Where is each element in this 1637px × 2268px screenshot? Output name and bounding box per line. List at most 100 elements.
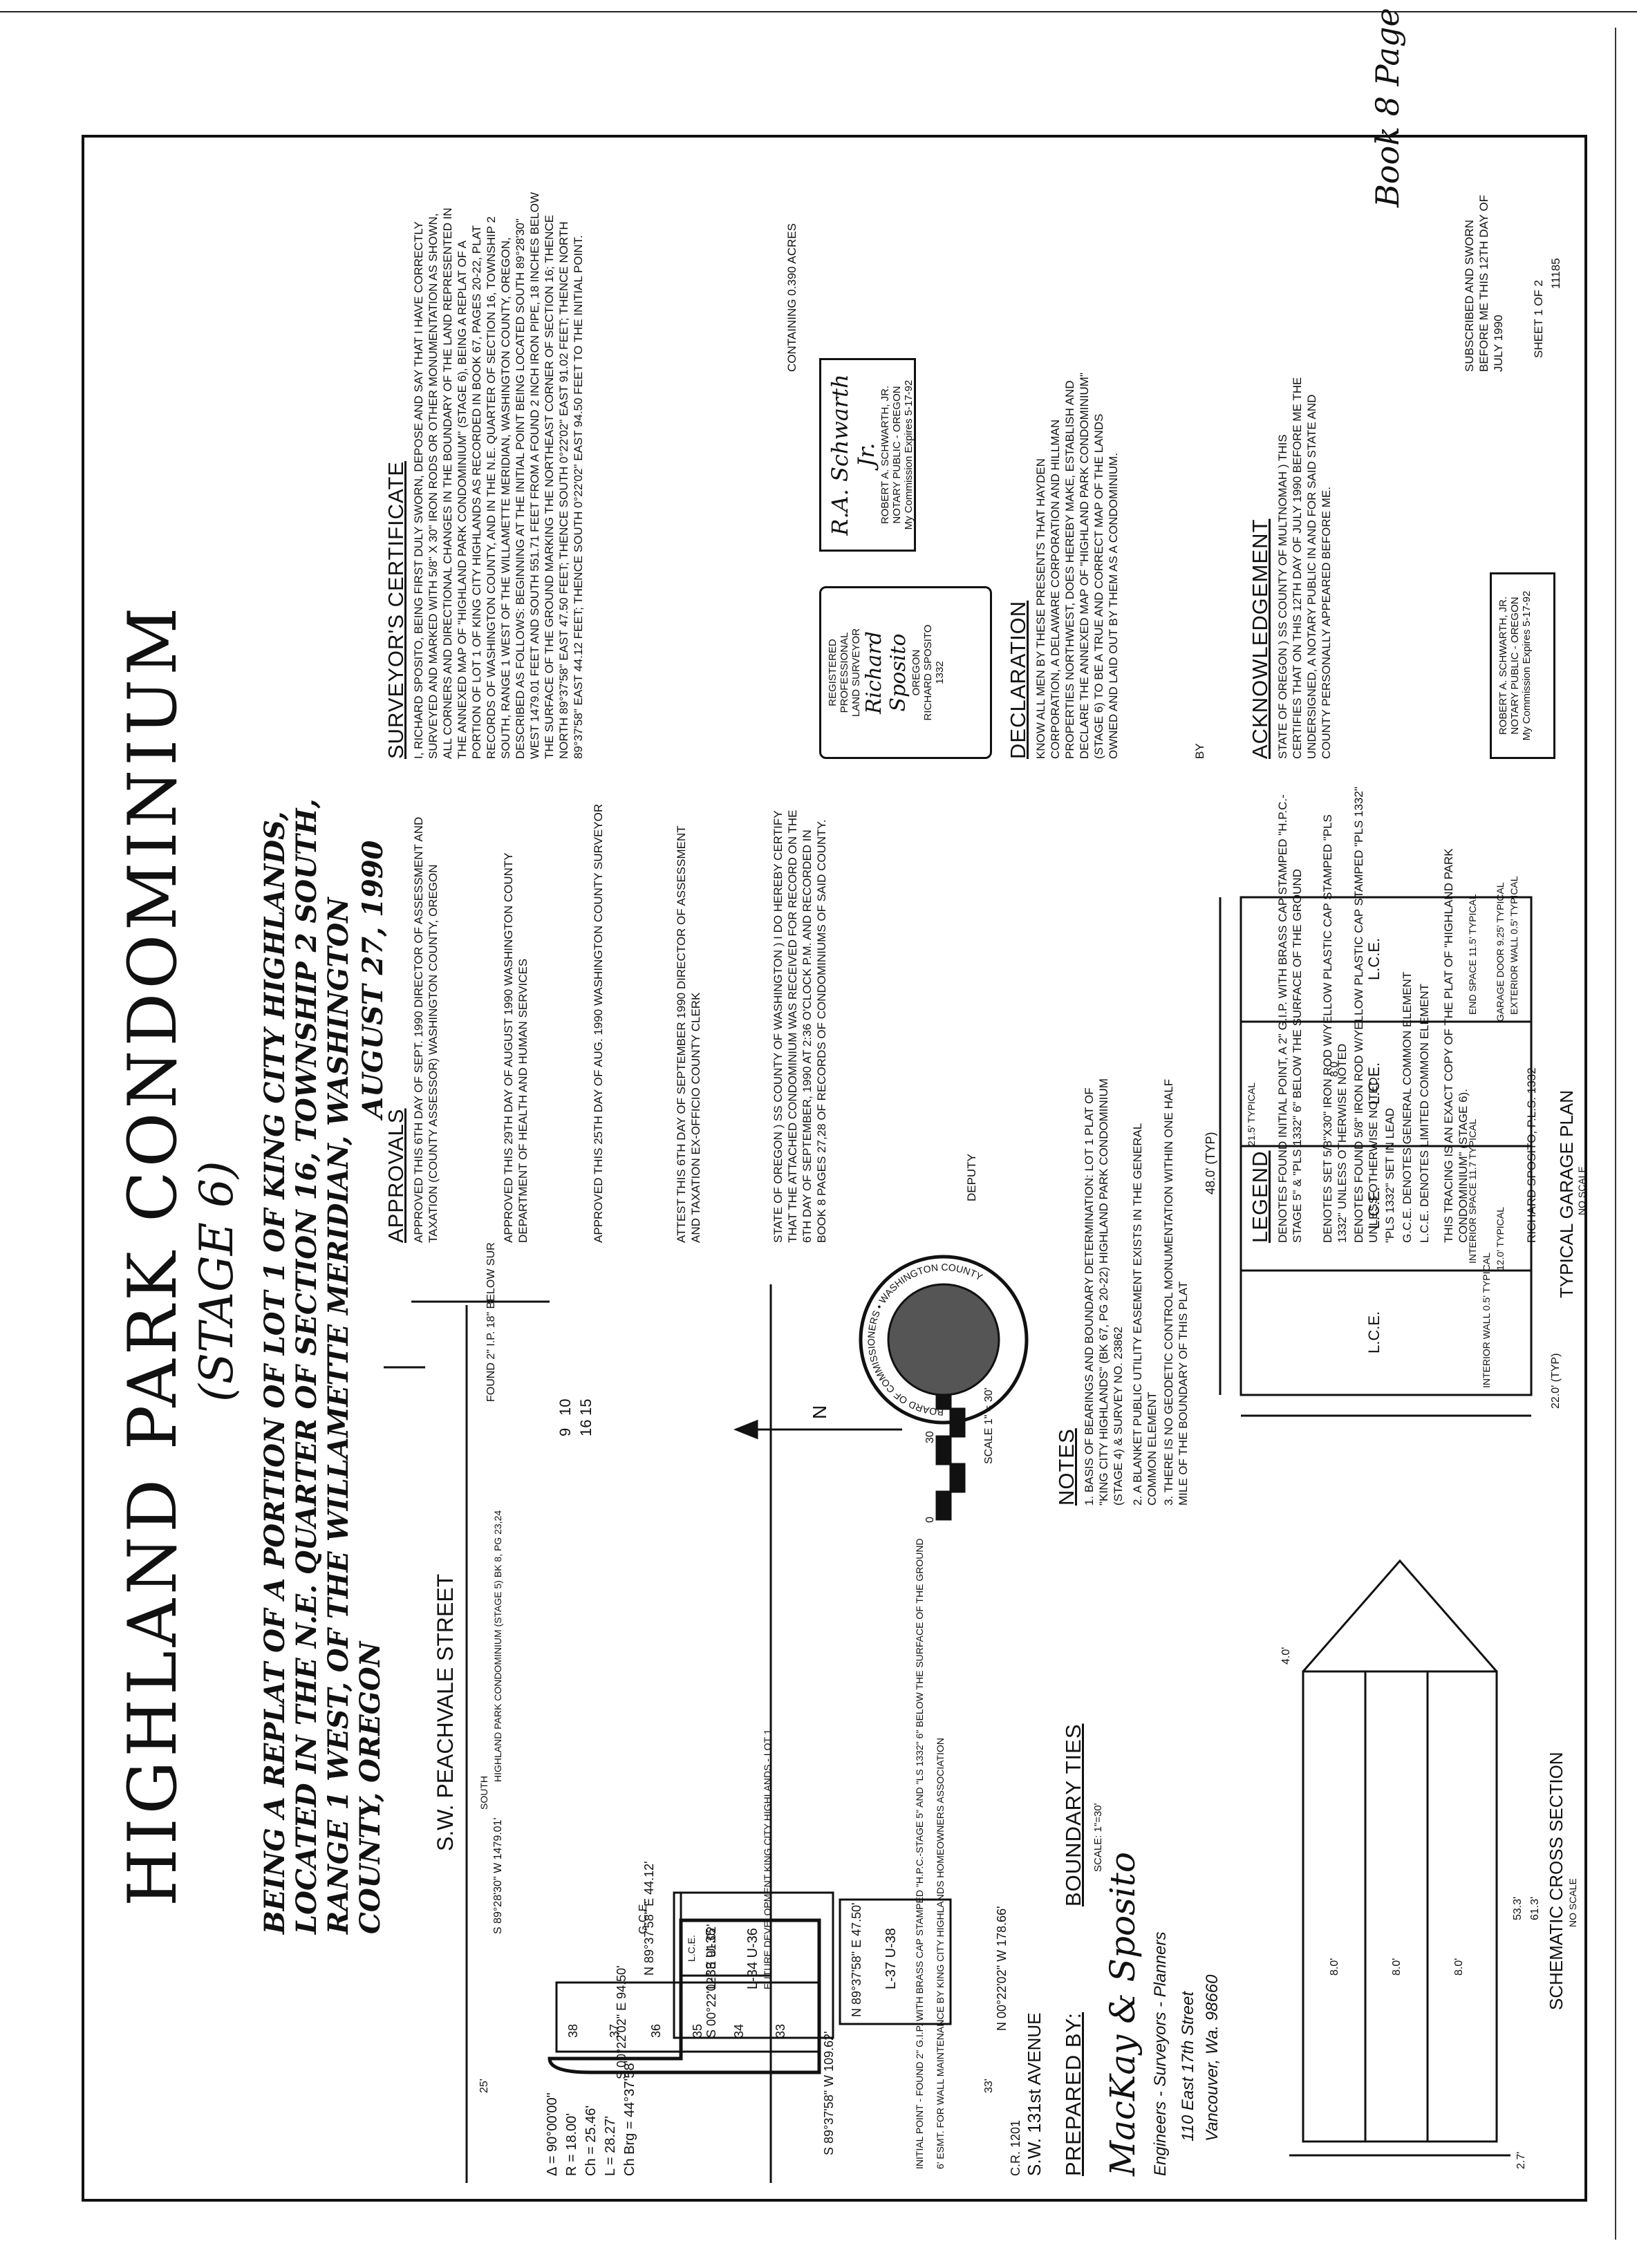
section-number: 16 xyxy=(577,1420,595,1436)
stamp-line: REGISTERED xyxy=(827,639,839,706)
notes-heading: NOTES xyxy=(1054,1428,1078,1506)
notary-signature: R.A. Schwarth Jr. xyxy=(827,374,879,536)
easement-note: 6' ESMT. FOR WALL MAINTENANCE BY KING CI… xyxy=(935,1738,946,2169)
tie-north: S 89°28'30" W 1479.01' xyxy=(492,1817,504,1934)
plat-border xyxy=(82,135,1587,2202)
approval-recording: STATE OF OREGON ) SS COUNTY OF WASHINGTO… xyxy=(771,809,828,1243)
unit-building xyxy=(680,1891,772,1977)
plan-dimension: GARAGE DOOR 9.25' TYPICAL xyxy=(1495,882,1506,1022)
prepared-firm: MacKay & Sposito xyxy=(1103,1852,1143,2176)
surveyor-stamp: REGISTERED PROFESSIONAL LAND SURVEYOR Ri… xyxy=(819,586,992,759)
schematic-cross-section: 4.0' 8.0' 8.0' 8.0' 53.3' 61.3' 2.7' SCH… xyxy=(1280,1559,1578,2169)
cross-section-title: SCHEMATIC CROSS SECTION xyxy=(1546,1752,1566,2010)
plan-dimension: 22.0' (TYP) xyxy=(1550,1353,1562,1409)
unit-label: L-33 U-35 xyxy=(704,1928,719,1989)
found-note: FOUND 2" I.P. 18" BELOW SURFACE OF THE G… xyxy=(485,1243,497,1402)
notary-line: ROBERT A. SCHWARTH, JR. xyxy=(1497,596,1509,735)
south-label: SOUTH xyxy=(478,1776,489,1810)
rotated-plat-content: HIGHLAND PARK CONDOMINIUM (STAGE 6) BEIN… xyxy=(86,140,1587,2197)
sheet-number: SHEET 1 OF 2 xyxy=(1532,279,1545,358)
plan-elevation: 8.0 xyxy=(1329,1062,1340,1077)
garage-number: 38 xyxy=(566,2024,580,2038)
surveyor-certificate-text: I, RICHARD SPOSITO, BEING FIRST DULY SWO… xyxy=(412,191,585,759)
county-seal: BOARD OF COMMISSIONERS • WASHINGTON COUN… xyxy=(859,1255,1029,1425)
declaration-text: KNOW ALL MEN BY THESE PRESENTS THAT HAYD… xyxy=(1034,373,1120,759)
seal-inner-icon xyxy=(887,1283,1000,1396)
section-dimension: 8.0' xyxy=(1329,1958,1340,1976)
plat-stage: (STAGE 6) xyxy=(190,1161,243,1402)
stamp-line: PROFESSIONAL xyxy=(839,632,850,713)
boundary-ties-scale: SCALE: 1"=30' xyxy=(1092,1803,1104,1873)
stamp-line: RICHARD SPOSITO xyxy=(922,624,934,721)
lce-label: L.C.E. xyxy=(1365,1062,1383,1105)
notary-line: My Commission Expires 5-17-92 xyxy=(1521,590,1533,741)
approval-health: APPROVED THIS 29th DAY OF August 1990 WA… xyxy=(502,852,530,1243)
lce-label: L.C.E. xyxy=(1365,1187,1383,1229)
curve-item: Δ = 90°00'00" xyxy=(545,2092,560,2176)
stamp-line: 1332 xyxy=(934,661,946,684)
plan-dimension: 21.5' TYPICAL xyxy=(1246,1083,1257,1146)
surveyor-heading: SURVEYOR'S CERTIFICATE xyxy=(384,461,408,759)
scale-tick: 30 xyxy=(924,1431,936,1443)
curve-item: Ch Brg = 44°37'58" xyxy=(622,2058,637,2176)
scale-bar-segment xyxy=(935,1490,952,1521)
note-item: 2. A BLANKET PUBLIC UTILITY EASEMENT EXI… xyxy=(1131,1123,1159,1506)
plat-date: AUGUST 27, 1990 xyxy=(357,840,389,1118)
section-dimension: 8.0' xyxy=(1391,1958,1403,1976)
stamp-line: OREGON xyxy=(910,649,922,696)
garage-plan-title: TYPICAL GARAGE PLAN xyxy=(1556,1090,1577,1298)
garage-building xyxy=(555,1981,821,2053)
section-number: 15 xyxy=(577,1399,595,1416)
street-name-north: S.W. PEACHVALE STREET xyxy=(433,1574,458,1851)
lce-label: L.C.E. xyxy=(1365,1311,1383,1353)
section-outline xyxy=(1302,1670,1498,2143)
unit-building xyxy=(839,1898,952,2025)
surveyor-acres: CONTAINING 0.390 ACRES xyxy=(785,223,798,372)
section-dimension: 61.3' xyxy=(1529,1897,1541,1920)
section-dimension: 8.0' xyxy=(1453,1958,1465,1976)
scale-bar-segment xyxy=(949,1463,966,1493)
garage-number: 35 xyxy=(691,2024,704,2038)
section-dimension: 2.7' xyxy=(1515,2152,1527,2169)
north-arrow-icon xyxy=(733,1419,758,1440)
unit-label: L-34 U-36 xyxy=(745,1928,760,1989)
plan-note: INTERIOR WALL 0.5' TYPICAL xyxy=(1481,1253,1492,1388)
surveyor-signature: Richard Sposito xyxy=(862,631,910,714)
acknowledgement-subscribed: SUBSCRIBED AND SWORN BEFORE ME THIS 12th… xyxy=(1463,195,1505,372)
plan-note: INTERIOR SPACE 11.7 TYPICAL xyxy=(1467,1118,1478,1264)
seal-outer-ring xyxy=(859,1255,1029,1425)
scan-right-edge xyxy=(1615,28,1616,2240)
section-dimension: 4.0' xyxy=(1280,1647,1292,1665)
garage-number: 33 xyxy=(774,2024,787,2038)
bearing-3: N 89°37'58" E 44.12' xyxy=(642,1861,656,1976)
plan-dimension: 48.0' (TYP) xyxy=(1204,1132,1217,1194)
bearing-1: N 89°37'58" E 47.50' xyxy=(850,1902,863,2017)
street-name-west: S.W. 131st AVENUE xyxy=(1024,2012,1045,2176)
plan-dimension: 12.0' TYPICAL xyxy=(1495,1207,1506,1271)
bearing-4: S 00°22'02" E 94.50' xyxy=(615,1965,628,2079)
adjacent-plat: HIGHLAND PARK CONDOMINIUM (STAGE 5) BK 8… xyxy=(492,1510,503,1782)
plat-drawing: 9 10 16 15 S.W. PEACHVALE STREET S 89°28… xyxy=(384,1243,1045,2183)
approval-attest: ATTEST THIS 6th DAY OF September 1990 DI… xyxy=(675,825,702,1243)
bearing-2: S 00°22'02" E 91.02' xyxy=(704,1924,718,2038)
note-item: 1. BASIS OF BEARINGS AND BOUNDARY DETERM… xyxy=(1083,1078,1125,1506)
prepared-line: Vancouver, Wa. 98660 xyxy=(1203,1974,1222,2142)
gce-label: G.C.E. xyxy=(637,1901,649,1934)
prepared-line: 110 East 17th Street xyxy=(1179,1991,1197,2142)
plan-note: EXTERIOR WALL 0.5' TYPICAL xyxy=(1508,876,1519,1015)
approvals-heading: APPROVALS xyxy=(384,1108,408,1243)
garage-numbers: 38 37 36 35 34 33 xyxy=(566,2024,787,2038)
dim-33: 33' xyxy=(983,2079,995,2093)
lce-label: L.C.E. xyxy=(1365,938,1383,980)
curve-item: Ch = 25.46' xyxy=(583,2106,599,2176)
typical-garage-plan: L.C.E. L.C.E. L.C.E. L.C.E. 48.0' (TYP) … xyxy=(1204,876,1587,1417)
curve-data: Δ = 90°00'00" R = 18.00' Ch = 25.46' L =… xyxy=(545,2058,637,2176)
curve-item: R = 18.00' xyxy=(564,2113,579,2176)
lce-label: L.C.E. xyxy=(686,1935,697,1962)
note-item: 3. THERE IS NO GEODETIC CONTROL MONUMENT… xyxy=(1162,1078,1190,1506)
future-development: FUTURE DEVELOPMENT KING CITY HIGHLANDS -… xyxy=(762,1729,773,1989)
stamp-line: LAND SURVEYOR xyxy=(850,628,862,718)
acknowledgement-text: STATE OF OREGON ) SS COUNTY OF MULTNOMAH… xyxy=(1276,377,1333,759)
curve-item: L = 28.27' xyxy=(603,2116,618,2176)
